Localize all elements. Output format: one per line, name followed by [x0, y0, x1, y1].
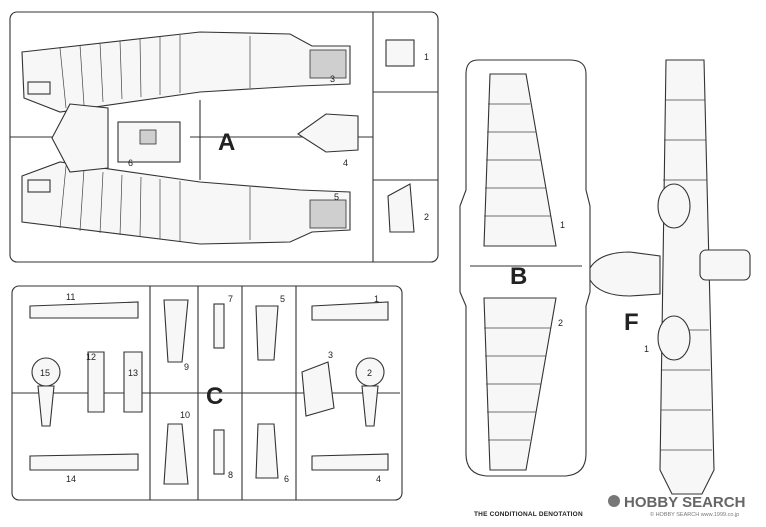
part-number-c-12: 12 — [86, 352, 96, 362]
sprue-b-letter: B — [510, 263, 527, 290]
part-number-a-3: 3 — [330, 74, 335, 84]
caption: THE CONDITIONAL DENOTATION — [474, 511, 583, 518]
sprue-c-letter: C — [206, 383, 223, 410]
fuselage-half-lower — [21, 161, 351, 245]
wing-lower-panel-lines — [484, 327, 551, 441]
part-7-rod — [213, 303, 225, 349]
part-5-panel — [255, 305, 279, 361]
part-number-b-2: 2 — [558, 318, 563, 328]
part-4-canopy — [297, 113, 359, 153]
sprue-b-frame — [459, 59, 591, 477]
part-6-panel — [255, 423, 279, 479]
part-2-stem — [361, 385, 379, 427]
part-14-strip — [29, 453, 139, 471]
fuselage-lower-panel-lines — [59, 165, 251, 241]
part-number-c-13: 13 — [128, 368, 138, 378]
part-1-wing-span — [659, 59, 715, 495]
engine-detail-upper — [309, 49, 347, 79]
engine-detail-lower — [309, 199, 347, 229]
sprue-a-letter: A — [218, 129, 235, 156]
engine-cowling — [589, 251, 661, 297]
part-9-strut — [163, 299, 189, 363]
part-1-strip — [311, 301, 389, 321]
part-number-c-14: 14 — [66, 474, 76, 484]
part-3-grille — [301, 361, 335, 417]
part-8-rod — [213, 429, 225, 475]
seat-detail — [139, 129, 157, 145]
sprue-f: F 1 — [589, 59, 751, 495]
part-number-c-7: 7 — [228, 294, 233, 304]
part-15-stem — [37, 385, 55, 427]
wheel-upper — [657, 183, 691, 229]
part-number-c-15: 15 — [40, 368, 50, 378]
tail-detail-upper — [27, 81, 51, 95]
wing-upper-panel-lines — [484, 103, 551, 217]
wheel-lower — [657, 315, 691, 361]
part-12-strut — [87, 351, 105, 413]
part-number-c-3: 3 — [328, 350, 333, 360]
part-10-strut — [163, 423, 189, 485]
sprue-b: B 1 2 — [459, 59, 591, 477]
part-number-c-6: 6 — [284, 474, 289, 484]
part-number-a-5: 5 — [334, 192, 339, 202]
part-number-c-8: 8 — [228, 470, 233, 480]
tail-detail-lower — [27, 179, 51, 193]
part-number-c-2: 2 — [367, 368, 372, 378]
sprue-c: C 1 2 3 4 5 6 7 8 9 10 11 12 13 14 15 — [11, 285, 403, 501]
part-number-a-2: 2 — [424, 212, 429, 222]
center-section — [699, 249, 751, 281]
watermark: HOBBY SEARCH © HOBBY SEARCH www.1999.co.… — [608, 494, 745, 518]
part-2-small-detail — [387, 183, 415, 233]
watermark-logo-icon — [608, 495, 620, 507]
watermark-brand: HOBBY SEARCH — [624, 494, 745, 511]
cockpit-floor-outline — [51, 103, 109, 173]
part-number-f-1: 1 — [644, 344, 649, 354]
part-number-a-6: 6 — [128, 158, 133, 168]
fuselage-half-upper — [21, 31, 351, 113]
part-4-strip — [311, 453, 389, 471]
part-number-c-5: 5 — [280, 294, 285, 304]
fuselage-upper-panel-lines — [59, 35, 251, 109]
part-number-a-4: 4 — [343, 158, 348, 168]
sprue-f-letter: F — [624, 309, 639, 336]
wing-span-panel-lines — [660, 99, 712, 451]
part-number-a-1: 1 — [424, 52, 429, 62]
sprue-a: A 1 2 3 4 5 6 — [9, 11, 439, 263]
watermark-subtext: © HOBBY SEARCH www.1999.co.jp — [650, 511, 739, 518]
part-number-c-1: 1 — [374, 294, 379, 304]
part-number-c-10: 10 — [180, 410, 190, 420]
part-number-b-1: 1 — [560, 220, 565, 230]
part-number-c-9: 9 — [184, 362, 189, 372]
part-13-strut — [123, 351, 143, 413]
part-number-c-11: 11 — [66, 292, 75, 302]
part-1-small-detail — [385, 39, 415, 67]
part-number-c-4: 4 — [376, 474, 381, 484]
part-11-strip — [29, 301, 139, 319]
